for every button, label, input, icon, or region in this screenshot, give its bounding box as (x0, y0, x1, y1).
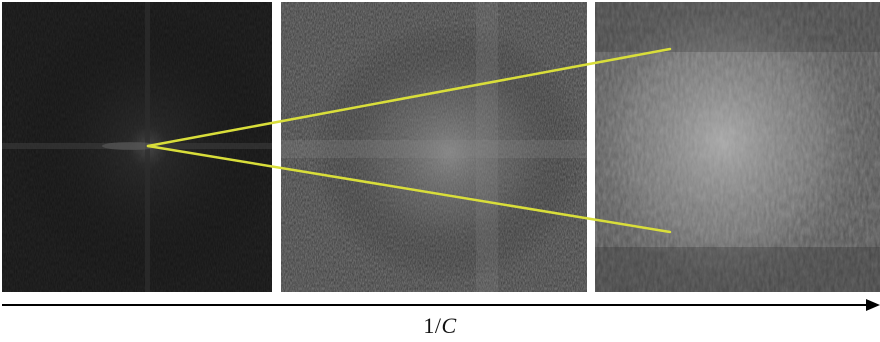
axis-label: 1/C (0, 313, 880, 339)
spectrum-image-low (2, 2, 272, 292)
axis-arrowhead-icon (866, 299, 880, 311)
axis-label-prefix: 1/ (423, 313, 442, 338)
spectrum-panel-high (595, 2, 880, 292)
spectrum-panel-low (2, 2, 272, 292)
spectrum-panel-mid (281, 2, 587, 292)
spectrum-image-mid (281, 2, 587, 292)
axis-label-variable: C (441, 313, 457, 338)
spectrum-image-high (595, 2, 880, 292)
